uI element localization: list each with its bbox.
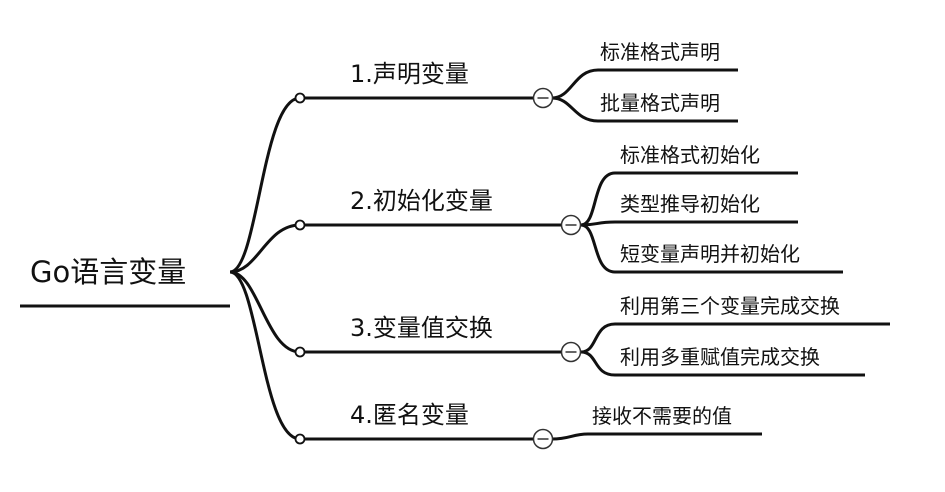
branch-label-2[interactable]: 2.初始化变量	[350, 187, 493, 215]
connector-leaf-1-2	[551, 96, 599, 123]
collapse-toggle-branch-2[interactable]	[560, 214, 582, 236]
connector-leaf-3-2	[580, 350, 616, 377]
branch-label-1[interactable]: 1.声明变量	[350, 60, 469, 88]
leaf-label-3-1[interactable]: 利用第三个变量完成交换	[620, 294, 840, 318]
leaf-label-4-1[interactable]: 接收不需要的值	[592, 404, 732, 428]
leaf-label-2-1[interactable]: 标准格式初始化	[620, 143, 760, 167]
branch-node-dot-3	[294, 346, 306, 358]
connector-leaf-2-1	[580, 171, 616, 227]
branch-label-3[interactable]: 3.变量值交换	[350, 314, 493, 342]
leaf-label-3-2[interactable]: 利用多重赋值完成交换	[620, 345, 820, 369]
branch-node-dot-2	[294, 219, 306, 231]
connector-branch-1	[229, 96, 301, 274]
branch-node-dot-4	[294, 433, 306, 445]
connector-branch-2	[229, 223, 301, 274]
connector-leaf-1-1	[551, 68, 599, 100]
collapse-toggle-branch-1[interactable]	[532, 87, 554, 109]
collapse-toggle-branch-4[interactable]	[532, 428, 554, 450]
connector-branch-4	[229, 270, 301, 441]
leaf-label-1-1[interactable]: 标准格式声明	[600, 40, 720, 64]
leaf-label-2-2[interactable]: 类型推导初始化	[620, 192, 760, 216]
branch-node-dot-1	[294, 92, 306, 104]
connector-leaf-4-1	[551, 432, 589, 441]
connector-leaf-3-1	[580, 322, 616, 354]
leaf-label-2-3[interactable]: 短变量声明并初始化	[620, 242, 800, 266]
connector-branch-3	[229, 270, 301, 354]
root-node-label[interactable]: Go语言变量	[30, 255, 187, 289]
leaf-label-1-2[interactable]: 批量格式声明	[600, 91, 720, 115]
connector-leaf-2-3	[580, 223, 616, 274]
collapse-toggle-branch-3[interactable]	[560, 341, 582, 363]
branch-label-4[interactable]: 4.匿名变量	[350, 401, 469, 429]
